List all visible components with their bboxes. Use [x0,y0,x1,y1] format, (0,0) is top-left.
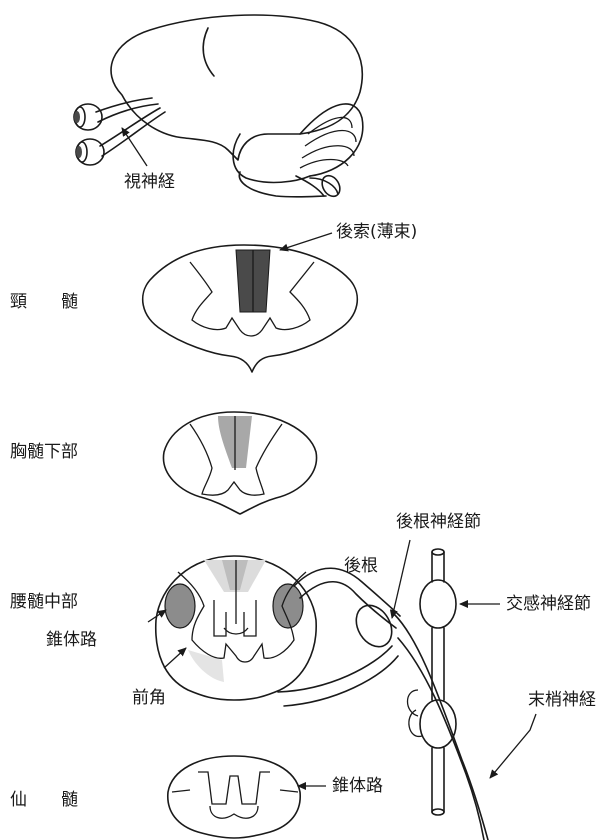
sacral-section [168,756,300,838]
peripheral-nerve-label: 末梢神経 [528,690,596,710]
pyramidal-tract-label: 錐体路 [46,630,97,650]
lower-thoracic-section [163,412,316,514]
lower-thoracic-label: 胸髄下部 [10,442,78,462]
cervical-section [143,245,358,372]
peripheral-nerve-assembly [278,549,488,840]
anterior-horn-label: 前角 [132,688,166,708]
mid-lumbar-section [156,556,316,700]
mid-lumbar-label: 腰髄中部 [10,592,78,612]
cervical-label: 頸 髄 [10,292,78,312]
peripheral-nerve-arrow [490,714,536,778]
sacral-label: 仙 髄 [10,790,78,810]
posterior-column-arrow [280,233,332,250]
anterior-horn-arrow [164,648,186,668]
brain-illustration [74,15,363,200]
optic-nerve-label: 視神経 [124,172,175,192]
sympathetic-ganglion-label: 交感神経節 [506,594,591,614]
dorsal-root-ganglion-label: 後根神経節 [396,512,481,532]
dorsal-root-ganglion-arrow [392,540,410,618]
posterior-column-label: 後索(薄束) [336,222,417,242]
pyramidal-tract-sacral-label: 錐体路 [332,776,383,796]
dorsal-root-label: 後根 [344,556,378,576]
